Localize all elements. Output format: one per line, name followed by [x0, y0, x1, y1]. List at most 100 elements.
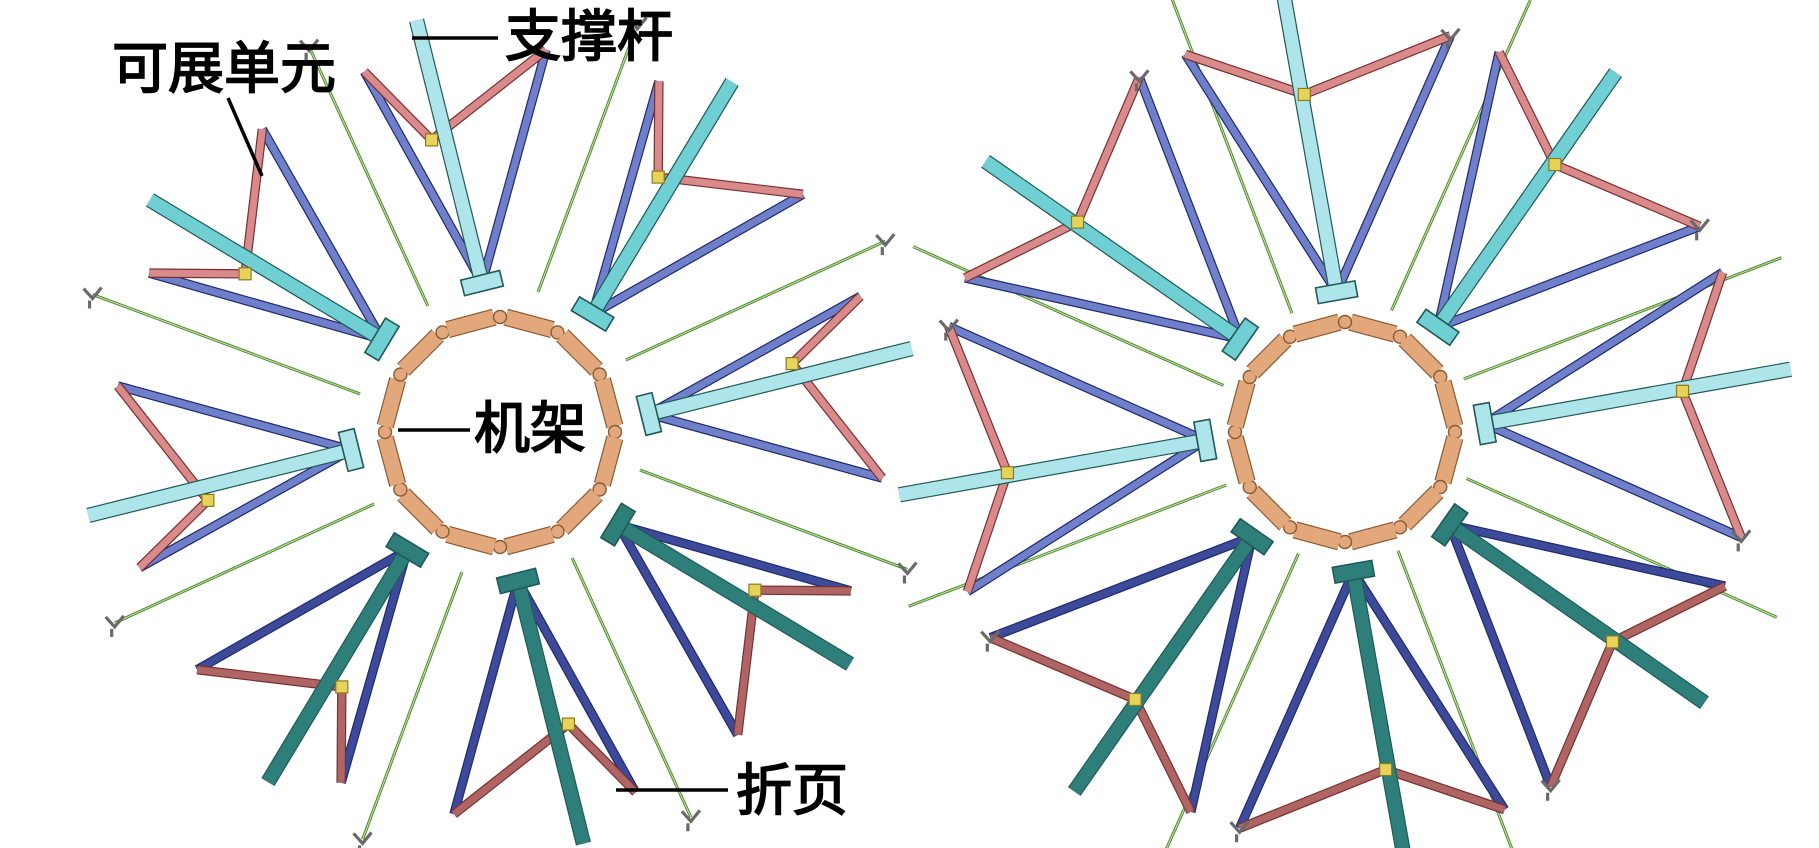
- right-hinge: [1229, 820, 1250, 843]
- left-red-bar: [196, 666, 343, 691]
- right-support-rod-highlight: [1390, 0, 1531, 311]
- right-frame-segment: [1227, 435, 1255, 485]
- right-base-block: [1192, 418, 1218, 463]
- left-support-rod-highlight: [114, 503, 375, 624]
- left-unit-joint: [748, 583, 762, 597]
- right-red-bar: [1384, 766, 1506, 813]
- right-hinge: [1731, 529, 1752, 552]
- right-unit-joint: [1070, 215, 1085, 229]
- right-cyan-arm: [1346, 570, 1410, 848]
- left-cyan-arm: [262, 546, 413, 786]
- right-support-rod-highlight: [1166, 553, 1300, 848]
- right-red-bar: [1679, 271, 1726, 393]
- deployable-unit-label: 可展单元: [112, 36, 336, 102]
- right-unit-joint: [1000, 466, 1015, 480]
- hinge-label: 折页: [736, 758, 848, 824]
- left-frame-segment: [595, 435, 623, 487]
- left-frame-joint: [393, 482, 408, 497]
- right-frame-segment: [1247, 334, 1291, 378]
- left-frame-segment: [557, 330, 602, 375]
- left-hinge: [897, 561, 918, 584]
- right-frame-segment: [1348, 314, 1398, 342]
- right-hinge: [1440, 27, 1461, 50]
- right-frame-segment: [1399, 334, 1443, 378]
- left-frame-segment: [377, 435, 405, 487]
- right-base-block: [1472, 401, 1498, 446]
- right-red-bar: [1184, 51, 1306, 98]
- right-blue-bar: [965, 437, 1208, 595]
- right-base-block: [1331, 559, 1376, 585]
- right-unit-joint: [1379, 762, 1393, 777]
- left-red-bar: [789, 293, 863, 367]
- right-blue-bar: [1436, 223, 1701, 331]
- left-frame-joint: [377, 424, 393, 440]
- left-unit-joint: [425, 133, 439, 147]
- left-frame-segment: [557, 489, 602, 534]
- right-frame-segment: [1292, 314, 1342, 342]
- right-cyan-arm: [1278, 0, 1344, 294]
- left-base-block: [599, 502, 637, 547]
- right-red-bar: [1547, 640, 1616, 789]
- left-frame-segment: [445, 309, 497, 337]
- left-blue-bar: [589, 80, 663, 315]
- left-blue-bar: [647, 410, 884, 482]
- left-base-block: [635, 391, 663, 437]
- left-unit-joint: [561, 717, 575, 731]
- left-unit-joint: [335, 680, 349, 694]
- left-support-rod-highlight: [537, 24, 638, 293]
- right-blue-bar: [1236, 570, 1357, 830]
- frame-label: 机架: [474, 396, 586, 462]
- left-support-rod-highlight: [362, 571, 463, 840]
- left-cyan-arm: [614, 519, 854, 670]
- right-cyan-arm: [1483, 362, 1792, 431]
- left-support-rod-highlight: [571, 557, 692, 818]
- left-blue-bar: [148, 269, 383, 343]
- left-hinge: [82, 286, 103, 309]
- right-red-bar: [964, 471, 1011, 593]
- right-red-bar: [1074, 75, 1143, 224]
- left-hinge: [298, 38, 320, 61]
- right-red-bar: [988, 634, 1137, 703]
- right-blue-bar: [1350, 569, 1508, 812]
- left-frame-joint: [492, 539, 508, 555]
- annotation-leaders: [226, 36, 728, 792]
- right-cyan-arm: [1068, 533, 1258, 796]
- left-frame-segment: [398, 330, 443, 375]
- support-rod-label: 支撑杆: [505, 4, 673, 70]
- right-hinge: [980, 629, 1001, 652]
- left-blue-bar: [116, 382, 353, 454]
- left-unit-joint: [238, 267, 252, 281]
- left-cyan-arm: [86, 443, 353, 522]
- right-red-bar: [1302, 32, 1452, 98]
- right-frame-segment: [1247, 486, 1291, 530]
- right-support-rod-highlight: [912, 246, 1224, 387]
- right-hinge: [938, 318, 960, 341]
- right-base-block: [1415, 308, 1460, 347]
- right-base-block: [1221, 317, 1260, 362]
- right-frame-joint: [1242, 369, 1257, 385]
- left-cyan-arm: [511, 579, 590, 846]
- right-cyan-arm: [981, 155, 1244, 345]
- left-hinge: [104, 614, 125, 637]
- left-blue-bar: [478, 48, 550, 285]
- left-base-block: [363, 317, 401, 362]
- left-red-bar: [657, 173, 804, 198]
- right-frame-segment: [1227, 379, 1255, 429]
- right-base-block: [1314, 279, 1359, 305]
- left-cyan-arm: [587, 78, 738, 318]
- right-support-rod-highlight: [1171, 0, 1293, 314]
- deployable-unit-leader: [226, 97, 264, 177]
- deployed-structure: [898, 0, 1792, 848]
- right-blue-bar: [1448, 521, 1726, 590]
- right-support-rod-highlight: [1397, 550, 1513, 848]
- left-red-bar: [754, 586, 851, 595]
- right-unit-joint: [1548, 157, 1562, 172]
- left-red-bar: [115, 383, 211, 503]
- left-frame-segment: [445, 527, 497, 555]
- right-support-rod: [1165, 552, 1300, 848]
- left-cyan-arm: [410, 18, 489, 285]
- right-frame-segment: [1292, 522, 1342, 550]
- right-support-rod-highlight: [908, 484, 1227, 607]
